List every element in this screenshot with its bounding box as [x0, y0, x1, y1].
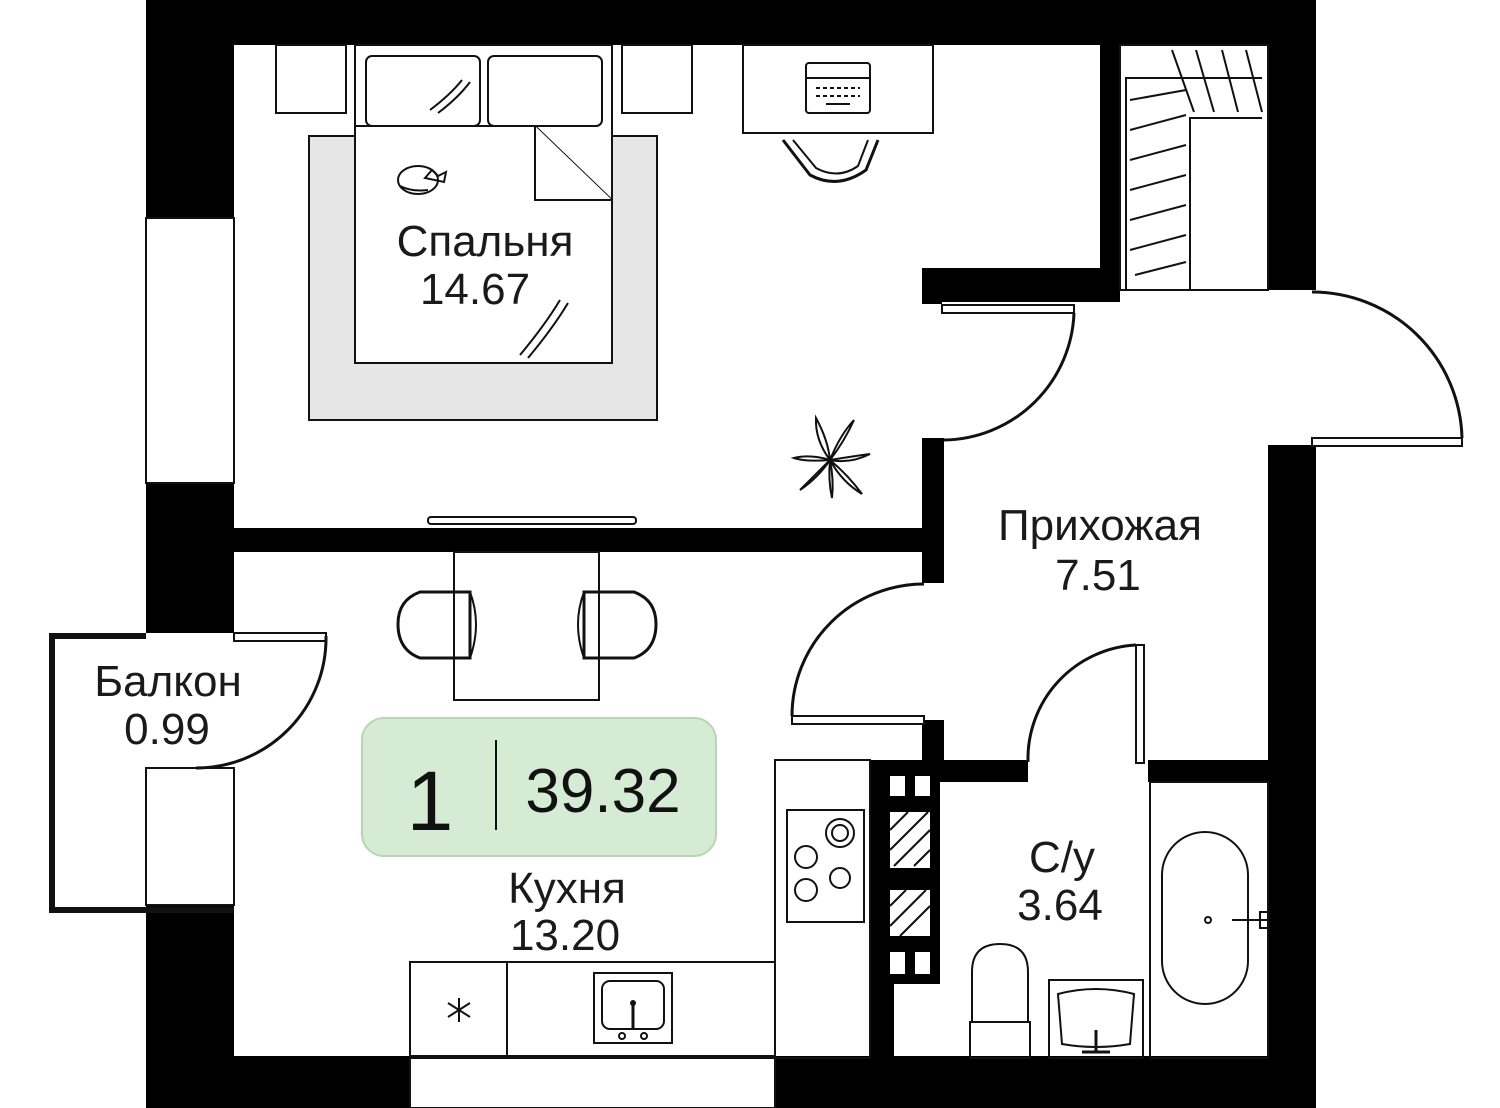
counter-bottom [409, 961, 776, 1059]
badge-background [361, 717, 717, 857]
entrance-door-swing [1311, 290, 1464, 439]
kitchen-name: Кухня [508, 864, 626, 913]
window-bedroom [145, 217, 235, 484]
hallway: Прихожая 7.51 [790, 290, 1464, 764]
balcony-door-swing [195, 635, 328, 770]
badge-total-area: 39.32 [525, 757, 680, 826]
wall-top [146, 0, 1316, 45]
hangers [1129, 49, 1263, 276]
blanket-crease-1 [519, 299, 561, 356]
bathroom-door-swing [1026, 643, 1137, 763]
wall-bedroom-kitchen [234, 528, 944, 552]
wardrobe [1119, 44, 1269, 291]
wardrobe-outline [1119, 44, 1269, 291]
hallway-name: Прихожая [998, 501, 1202, 550]
bedroom-door-leaf [941, 304, 1075, 314]
cat-icon [397, 165, 448, 195]
bedroom-name: Спальня [397, 217, 574, 266]
laptop-icon [805, 62, 871, 114]
chair-right-back [577, 591, 585, 659]
balcony-area: 0.99 [124, 705, 210, 754]
bathtub-icon [1149, 781, 1269, 1059]
desk-chair-inner [792, 139, 869, 175]
wardrobe-rail [1125, 77, 1262, 290]
wall-wardrobe [1100, 0, 1120, 270]
snowflake-icon [447, 998, 471, 1022]
wall-left-middle [146, 483, 234, 633]
dining-table [453, 551, 600, 701]
hallway-area: 7.51 [1055, 551, 1141, 600]
window-kitchen-bottom [409, 1055, 776, 1108]
cooktop [786, 809, 865, 923]
counter-right [774, 759, 871, 1059]
bedroom: Спальня 14.67 [275, 44, 1076, 525]
chair-left [396, 590, 472, 660]
pillow-crease-2 [437, 81, 471, 114]
chair-right [582, 590, 658, 660]
apartment-summary-badge: 1 39.32 [361, 717, 717, 857]
wall-bath-top-right [1148, 760, 1316, 782]
bathroom-area: 3.64 [1017, 881, 1103, 930]
kitchen: Кухня 13.20 [396, 551, 940, 1059]
plant-icon [790, 414, 871, 499]
chair-left-back [469, 591, 477, 659]
blanket-crease-2 [527, 302, 569, 359]
balcony-outline [49, 633, 234, 913]
pillow-right [487, 55, 603, 127]
toilet-icon [969, 942, 1031, 1059]
bathroom: С/у 3.64 [969, 781, 1269, 1059]
radiator [427, 516, 637, 525]
wall-bedroom-hall [922, 438, 944, 583]
sink-icon [593, 972, 673, 1044]
wall-left-upper [146, 0, 234, 218]
wall-jamb-1 [922, 268, 942, 304]
washbasin-icon [1048, 979, 1144, 1059]
wardrobe-rail-inner [1189, 117, 1262, 290]
bathroom-door-leaf [1135, 644, 1145, 764]
balcony [49, 632, 328, 913]
kitchen-door-swing [790, 582, 925, 717]
windows [145, 217, 776, 1108]
kitchen-area: 13.20 [510, 911, 620, 960]
wall-bedroom-hall-top [922, 268, 1120, 302]
nightstand-left [275, 44, 347, 114]
window-kitchen [145, 767, 235, 906]
kitchen-door-leaf [791, 715, 925, 725]
entrance-door-leaf [1311, 437, 1463, 447]
balcony-door-leaf [233, 632, 327, 642]
pillow-crease-1 [429, 79, 463, 111]
bedroom-door-swing [943, 312, 1076, 442]
desk [742, 44, 934, 134]
blanket-fold [534, 126, 612, 201]
badge-rooms-count: 1 [407, 754, 454, 848]
bathroom-name: С/у [1029, 833, 1095, 882]
balcony-name: Балкон [94, 657, 242, 706]
bedroom-area: 14.67 [420, 265, 530, 314]
ventilation-shafts [882, 768, 940, 984]
wall-right-upper [1268, 0, 1316, 290]
nightstand-right [621, 44, 693, 114]
desk-chair [781, 139, 880, 183]
